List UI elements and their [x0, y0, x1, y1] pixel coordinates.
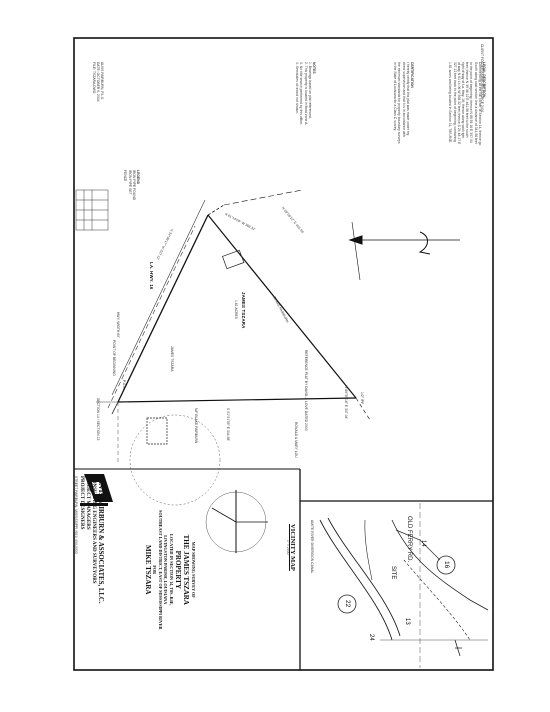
section-line — [96, 401, 119, 465]
firm-block: ALVIS FAIRBURN & ASSOCIATES, LLC. CONSUL… — [74, 476, 104, 604]
cert-heading: CERTIFICATION — [410, 62, 414, 88]
sheet-border — [73, 37, 494, 671]
title-line1: MAP SHOWING SURVEY OF — [191, 541, 196, 598]
structures — [146, 249, 245, 445]
highway-label: LA. HWY. 16 — [149, 262, 154, 290]
title-line2: THE JAMES TSZARA — [182, 534, 190, 605]
detail-circles — [129, 414, 268, 553]
west-owner-label: JAMES TSZARA — [170, 346, 174, 372]
route-16-label: 16 — [443, 561, 450, 569]
surveyor-ref: ALVIS FAIRBURN, P.L.S. DATE: OCTOBER 9, … — [91, 62, 104, 102]
notes-block: NOTES 1. Bearings based on plat referenc… — [295, 62, 316, 125]
parcel-area: 1.81 ACRES — [234, 300, 238, 320]
center-south-label: N/F BLAKE FAIRBURN — [194, 408, 198, 444]
revision-table — [75, 189, 109, 231]
canal-label: AMITE RIVER DIVERSION CANAL — [310, 520, 314, 574]
bearing-south: S 01°01'35" E 344.58' — [226, 408, 230, 442]
title-line5: LIVINGSTON PARISH, LOUISIANA — [163, 535, 169, 605]
ipf-label: 1/2" IPF — [360, 392, 364, 405]
highway-row — [107, 199, 206, 409]
reference-plat-note: REFERENCE PLAT BY DAVID J. LOVE DATED 20… — [304, 350, 308, 431]
site-label: SITE — [390, 566, 396, 580]
legal-line: Commencing at the NE corner of Section 1… — [477, 62, 482, 146]
section-14-label: 14 — [420, 540, 426, 547]
note-line: 1. Bearings based on plat referenced. — [307, 62, 312, 119]
vicinity-scale: 1" = 2000' — [286, 540, 290, 556]
south-owner-label: RONALD & MARY LOU — [294, 422, 298, 458]
route-22-label: 22 — [344, 600, 351, 608]
firm-name: ALVIS FAIRBURN & ASSOCIATES, LLC. — [97, 476, 104, 604]
legal-line: of way N 61 14 06 W 308.32 feet; thence … — [456, 62, 461, 145]
road-label: OLD FERRY RD. — [406, 516, 412, 563]
parcel-boundary — [111, 189, 371, 421]
title-line3: PROPERTY — [174, 550, 182, 589]
note-line: 2. This property is located in flood zon… — [303, 62, 308, 126]
legal-line: South along said section line a distance… — [473, 62, 478, 144]
section-13-label: 13 — [404, 618, 410, 625]
notes-heading: NOTES — [312, 62, 316, 74]
firm-contact: STREET FAIRBURN, MISSISSIPPI (601) 000-0… — [74, 476, 78, 554]
legal-line: to the point of beginning; thence N 89 5… — [469, 62, 474, 143]
section-line-label: SECTION 14 / SECTION 13 — [96, 398, 100, 441]
legal-line: 327.12 feet back to the point of beginni… — [452, 62, 457, 143]
parcel-owner: JAMES TSZARA — [241, 292, 246, 329]
legend-item: IRON PIPE FOUND — [131, 170, 136, 201]
north-arrow-icon — [348, 221, 460, 281]
legal-heading: LEGAL DESCRIPTION — [482, 62, 486, 98]
firm-logo — [80, 474, 113, 506]
legal-line: 1.81 acres and being located in Section … — [448, 62, 453, 144]
cert-line: I hereby certify that this plat was made… — [405, 62, 410, 136]
note-line: 3. No title search performed by this off… — [299, 62, 304, 125]
legend-block: LEGEND IRON PIPE FOUND IRON PIPE SET FEN… — [123, 170, 140, 200]
cert-line: the minimum standards for property bound… — [397, 62, 402, 144]
cert-line: direct supervision and that it is in acc… — [401, 62, 406, 138]
surveyor-name: ALVIS FAIRBURN, P.L.S. — [100, 62, 104, 101]
bearing-east: N 89°59'16" E 307.04' — [344, 386, 348, 420]
title-line8: MIKE TSZARA — [144, 545, 152, 595]
survey-date: DATE: OCTOBER 9, 2004 — [95, 62, 100, 102]
legal-line: feet; thence N 39 08 12 E 461.56 feet to… — [465, 62, 470, 138]
vicinity-map — [319, 503, 489, 668]
legal-description: LEGAL DESCRIPTION Commencing at the NE c… — [448, 62, 487, 146]
nw-corner-label: POINT OF BEGINNING — [112, 340, 116, 376]
legal-line: right of way of La. Hwy. 16; thence alon… — [461, 62, 466, 139]
pob-label: P.O.B. — [122, 380, 126, 390]
section-24-label: 24 — [368, 634, 374, 641]
vicinity-title: VICINITY MAP — [289, 524, 296, 571]
legend-item: IRON PIPE SET — [127, 170, 132, 195]
title-line4: LOCATED IN SECTION 14, T8S–R4E, — [169, 534, 174, 606]
legend-title: LEGEND — [136, 170, 140, 185]
title-line6: SOUTHEAST LAND DISTRICT, EAST OF MISSISS… — [158, 510, 163, 630]
file-label: FILE: TSZARA.DWG — [91, 62, 96, 94]
certification: CERTIFICATION I hereby certify that this… — [393, 62, 414, 144]
hwy-width-label: HWY. WIDTH 60' — [116, 312, 120, 338]
project-title-block: MAP SHOWING SURVEY OF THE JAMES TSZARA P… — [144, 510, 196, 630]
firm-line3: PROJECT DESIGNERS — [79, 476, 84, 530]
